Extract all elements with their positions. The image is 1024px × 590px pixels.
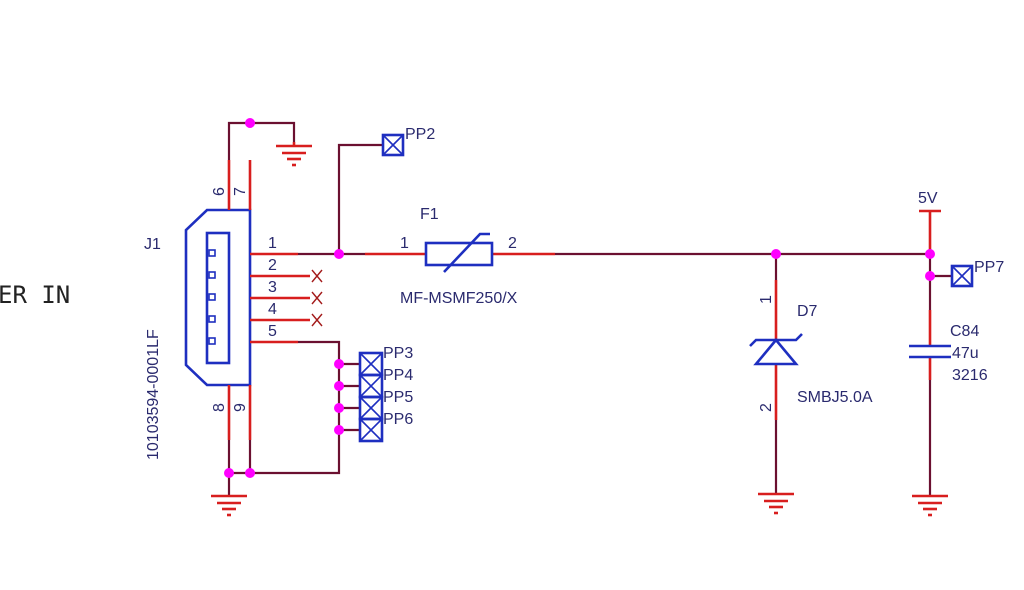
ground-icon [912,494,948,517]
pp4-label: PP4 [383,367,413,384]
pp3-label: PP3 [383,345,413,362]
connector-contacts [208,249,216,345]
fuse-pin1-number: 1 [400,235,409,252]
connector-part: 10103594-0001LF [145,329,162,460]
j1-pin1-number: 1 [268,235,277,252]
junction-dot [245,118,255,128]
junction-dot [925,249,935,259]
junction-dot [334,381,344,391]
connector-ref: J1 [144,236,161,253]
pp5-label: PP5 [383,389,413,406]
cap-value: 47u [952,345,979,362]
pp2-label: PP2 [405,126,435,143]
fuse-part: MF-MSMF250/X [400,290,518,307]
j1-pin7-number: 7 [232,187,249,196]
diode-ref: D7 [797,303,818,320]
test-point-pp3: PP3 [358,345,413,377]
cap-package: 3216 [952,367,988,384]
diode-d7: 1 2 D7 SMBJ5.0A [749,280,873,420]
no-connect-marks [311,269,323,327]
diode-body [753,337,799,366]
ground-icon [758,492,794,515]
fuse-pin2-number: 2 [508,235,517,252]
test-point-pp7: PP7 [950,259,1004,288]
test-point-pp4: PP4 [358,367,413,399]
diode-pin1-number: 1 [758,295,775,304]
connector-j1: J1 10103594-0001LF 1 2 3 4 5 6 7 8 9 [144,160,323,460]
pp7-label: PP7 [974,259,1004,276]
junction-dots [224,118,935,478]
j1-pin9-number: 9 [232,403,249,412]
connector-body [184,208,252,387]
pp6-label: PP6 [383,411,413,428]
diode-pin2-number: 2 [758,403,775,412]
fuse-ptc-mark [443,232,490,273]
junction-dot [334,249,344,259]
test-point-pp5: PP5 [358,389,413,421]
j1-pin5-number: 5 [268,323,277,340]
junction-dot [334,359,344,369]
ground-icon [211,494,247,517]
connector-port [205,231,231,365]
junction-dot [771,249,781,259]
fuse-body [424,241,494,267]
junction-dot [334,403,344,413]
power-rail-5v: 5V [918,190,941,254]
junction-dot [925,271,935,281]
ground-icon [276,142,312,167]
test-points: PP2 PP3 PP4 PP5 PP6 PP7 [358,126,1004,443]
capacitor-c84: C84 47u 3216 [909,310,988,384]
fuse-ref: F1 [420,206,439,223]
test-point-pp6: PP6 [358,411,413,443]
wires [227,121,952,496]
j1-pin4-number: 4 [268,301,277,318]
junction-dot [334,425,344,435]
test-point-pp2: PP2 [381,126,435,157]
j1-pin3-number: 3 [268,279,277,296]
cap-ref: C84 [950,323,979,340]
ground-symbols [211,142,948,517]
j1-pin2-number: 2 [268,257,277,274]
j1-pin6-number: 6 [211,187,228,196]
power-label: 5V [918,190,938,207]
fuse-f1: F1 1 2 MF-MSMF250/X [365,206,555,307]
diode-part: SMBJ5.0A [797,389,873,406]
j1-pin8-number: 8 [211,403,228,412]
power-in-label: ER IN [0,281,70,309]
diode-cathode [749,333,803,347]
junction-dot [245,468,255,478]
junction-dot [224,468,234,478]
